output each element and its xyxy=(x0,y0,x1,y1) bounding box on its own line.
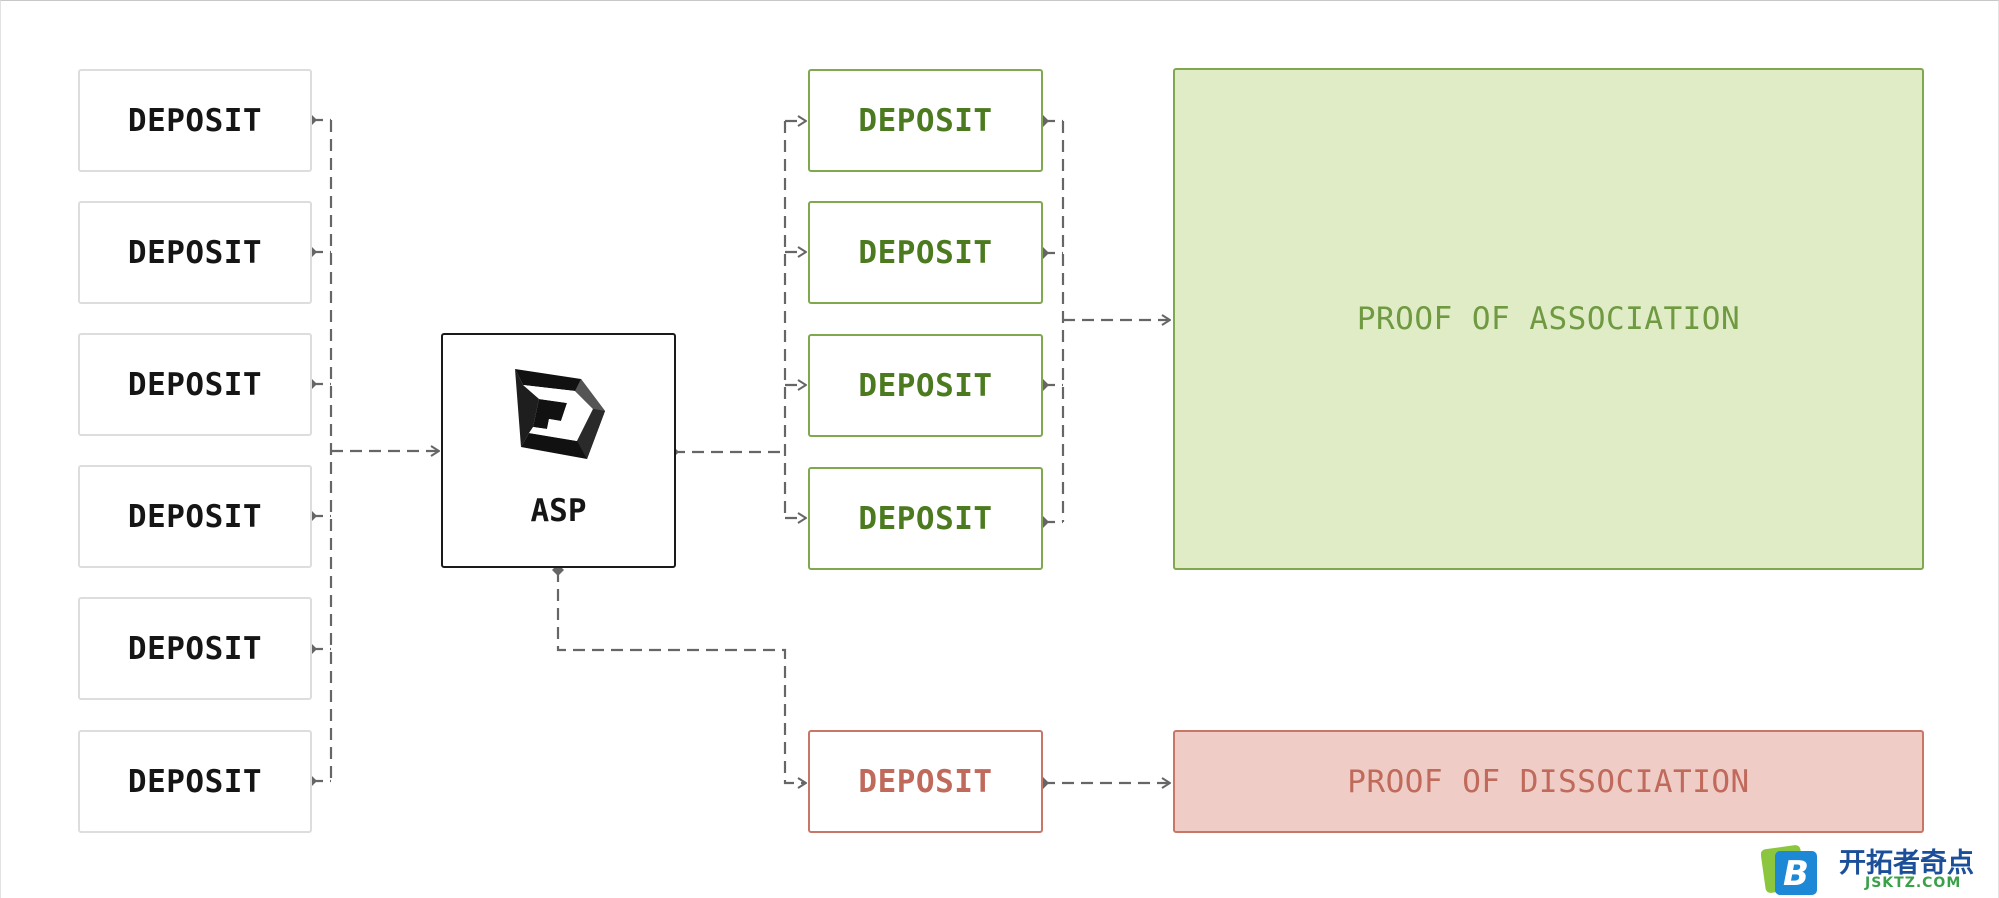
input-deposit-6: DEPOSIT xyxy=(78,730,312,833)
associated-deposit-3: DEPOSIT xyxy=(808,334,1043,437)
watermark: B 开拓者奇点 JSKTZ.COM xyxy=(1761,839,1997,897)
associated-deposit-1: DEPOSIT xyxy=(808,69,1043,172)
associated-deposit-2: DEPOSIT xyxy=(808,201,1043,304)
input-deposit-4: DEPOSIT xyxy=(78,465,312,568)
proof-of-association: PROOF OF ASSOCIATION xyxy=(1173,68,1924,570)
input-deposit-2: DEPOSIT xyxy=(78,201,312,304)
watermark-title: 开拓者奇点 xyxy=(1839,848,1974,879)
proof-of-dissociation: PROOF OF DISSOCIATION xyxy=(1173,730,1924,833)
dissociated-deposit: DEPOSIT xyxy=(808,730,1043,833)
asp-logo-icon xyxy=(515,369,605,459)
associated-deposit-4: DEPOSIT xyxy=(808,467,1043,570)
asp-node: ASP xyxy=(441,333,676,568)
svg-text:B: B xyxy=(1783,854,1809,894)
input-deposit-1: DEPOSIT xyxy=(78,69,312,172)
watermark-subtitle: JSKTZ.COM xyxy=(1865,875,1962,891)
input-deposit-5: DEPOSIT xyxy=(78,597,312,700)
input-deposit-3: DEPOSIT xyxy=(78,333,312,436)
connector-asp-to-red xyxy=(556,570,806,783)
asp-label: ASP xyxy=(530,493,587,529)
watermark-logo-icon: B xyxy=(1761,845,1817,895)
